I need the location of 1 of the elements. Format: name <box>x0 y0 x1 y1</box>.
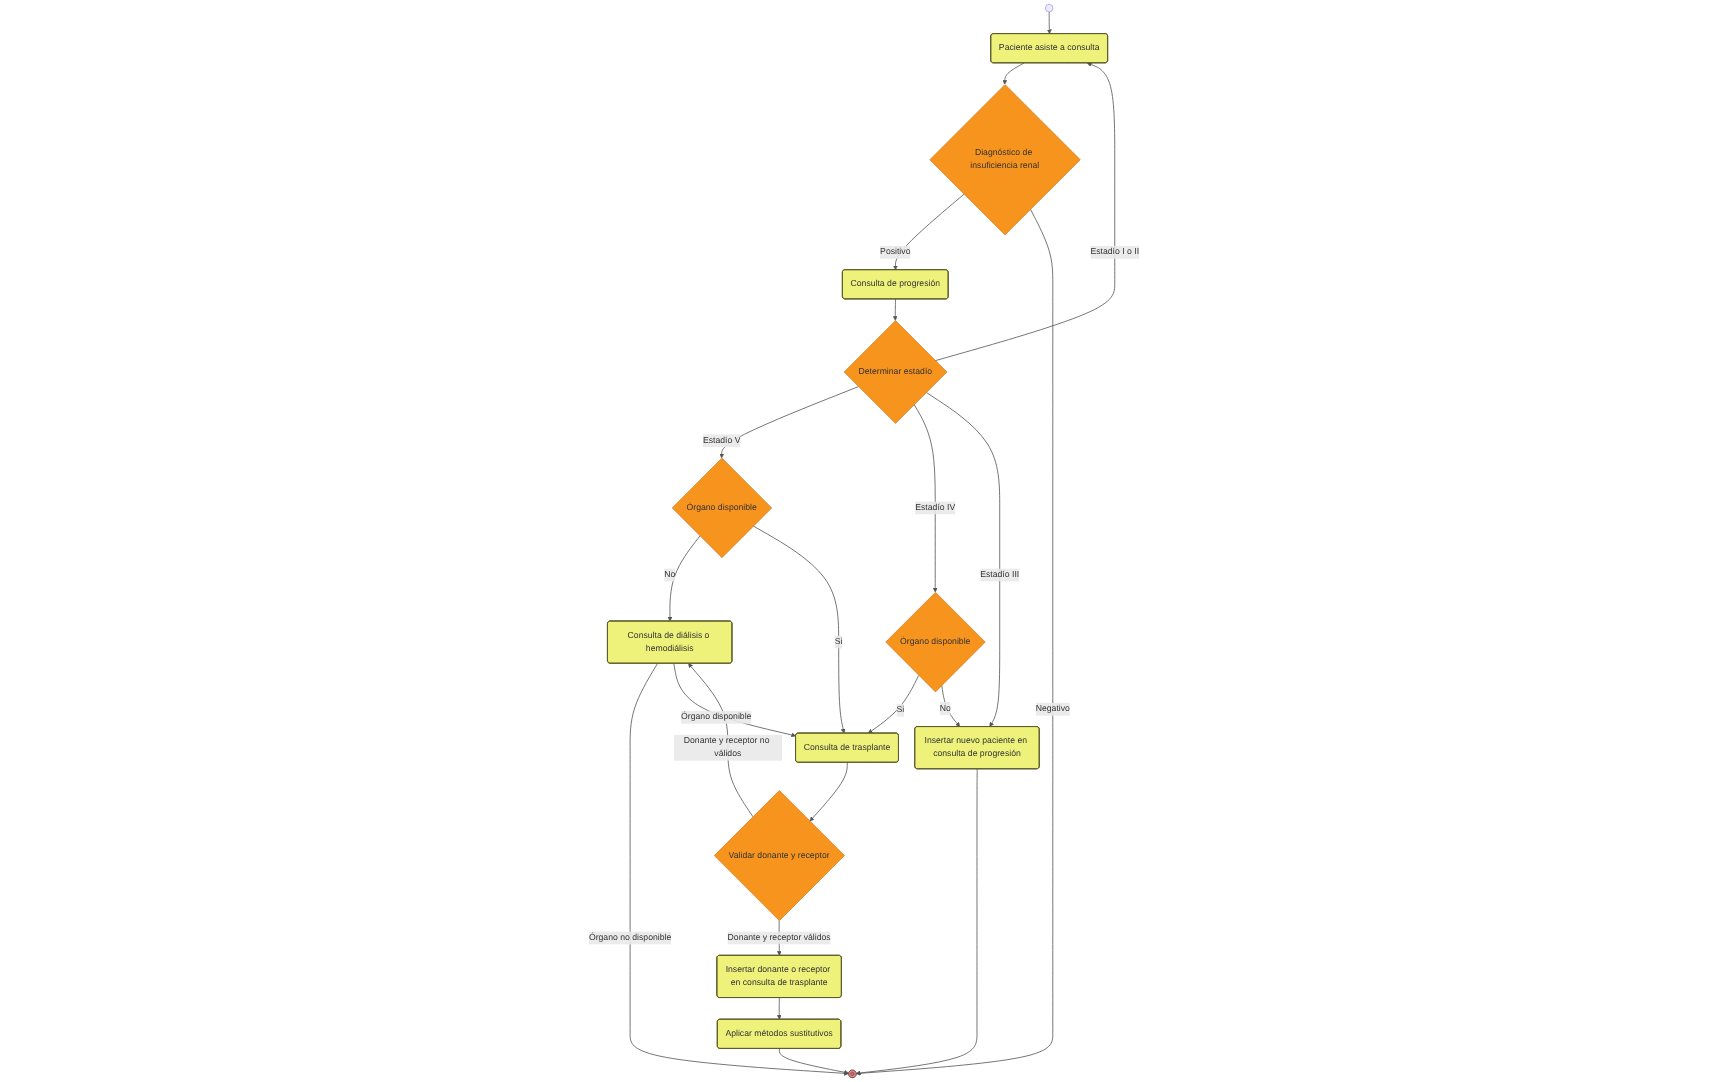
node-circle <box>1045 4 1054 13</box>
